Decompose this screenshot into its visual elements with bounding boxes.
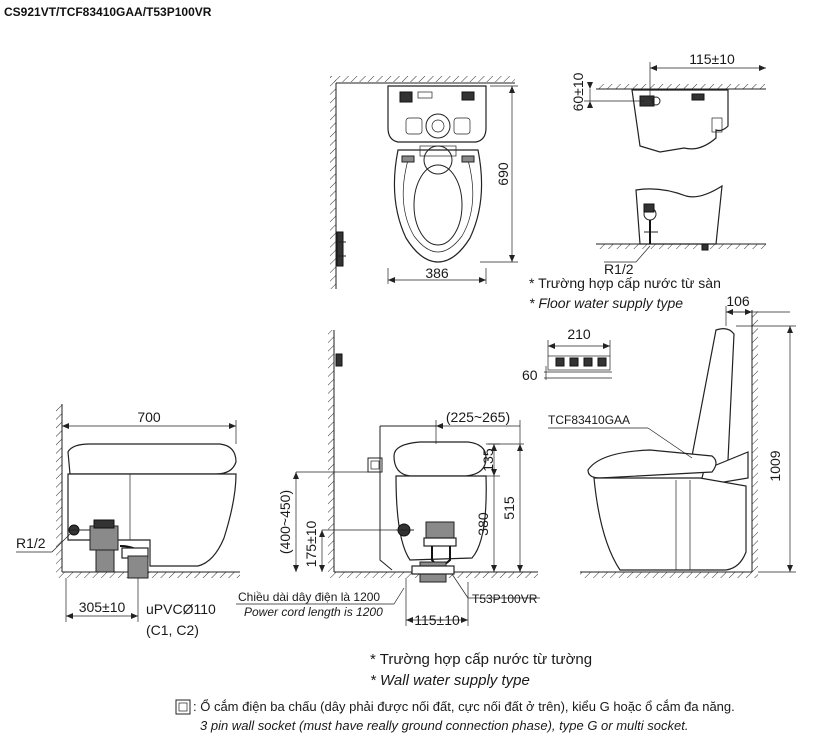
pipe-label: uPVCØ110: [146, 601, 216, 617]
r-label-floor-supply: R1/2: [604, 261, 634, 277]
right-side-view: [548, 306, 796, 578]
front-dim-range-top: (225~265): [446, 409, 510, 425]
floor-supply-caption-en: * Floor water supply type: [529, 295, 683, 311]
dim-wall-floor-supply: 60±10: [570, 72, 586, 111]
front-view: [236, 330, 540, 626]
left-side-view: [16, 404, 240, 622]
drawing-title: CS921VT/TCF83410GAA/T53P100VR: [4, 5, 212, 19]
front-dim-380: 380: [475, 512, 491, 536]
cord-length-en: Power cord length is 1200: [244, 605, 383, 619]
front-dim-515: 515: [501, 496, 517, 520]
front-dim-135: 135: [480, 448, 496, 472]
wall-supply-caption-en: * Wall water supply type: [370, 672, 530, 689]
left-dim-length: 700: [137, 409, 161, 425]
trap-label: T53P100VR: [472, 592, 538, 606]
socket-detail: [544, 340, 612, 380]
right-dim-height: 1009: [767, 450, 783, 481]
footnote-en: 3 pin wall socket (must have really grou…: [200, 718, 688, 733]
left-r-label: R1/2: [16, 535, 46, 551]
top-view: [330, 76, 518, 289]
cord-length-vi: Chiều dài dây điện là 1200: [238, 590, 380, 604]
front-dim-range-left: (400~450): [277, 490, 293, 554]
dim-width-top-view: 386: [425, 265, 449, 281]
dim-offset-floor-supply: 115±10: [689, 51, 735, 67]
dim-height-top-view: 690: [495, 162, 511, 186]
front-dim-bottom: 115±10: [414, 612, 460, 628]
socket-dim-height: 60: [522, 367, 538, 383]
left-dim-outlet: 305±10: [79, 599, 126, 615]
right-dim-top: 106: [726, 293, 750, 309]
footnote-vi: : Ổ cắm điện ba chấu (dây phải được nối …: [193, 699, 735, 714]
socket-dim-width: 210: [567, 326, 591, 342]
socket-icon: [175, 699, 191, 715]
floor-supply-detail: [584, 62, 766, 263]
floor-supply-caption-vi: * Trường hợp cấp nước từ sàn: [529, 275, 721, 291]
wall-supply-caption-vi: * Trường hợp cấp nước từ tường: [370, 651, 592, 668]
right-model-label: TCF83410GAA: [548, 413, 630, 427]
pipe-sub: (C1, C2): [146, 622, 199, 638]
front-dim-175: 175±10: [303, 520, 319, 567]
